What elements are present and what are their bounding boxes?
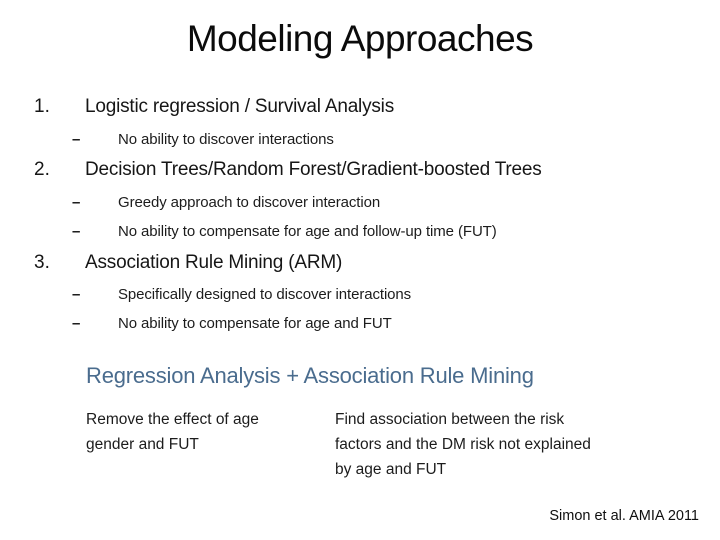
- dash-bullet-icon: –: [72, 315, 81, 332]
- list-item-1: 1. Logistic regression / Survival Analysi…: [0, 96, 394, 118]
- item-label: Logistic regression / Survival Analysis: [85, 96, 395, 117]
- sub-bullet-label: No ability to compensate for age and fol…: [118, 223, 497, 240]
- item-number: 2.: [34, 159, 50, 180]
- citation: Simon et al. AMIA 2011: [549, 508, 699, 524]
- item-label: Decision Trees/Random Forest/Gradient-bo…: [85, 159, 542, 180]
- dash-bullet-icon: –: [72, 223, 81, 240]
- sub-bullet-label: No ability to discover interactions: [118, 131, 334, 148]
- sub-bullet-label: Specifically designed to discover intera…: [118, 286, 412, 303]
- list-item-3: 3. Association Rule Mining (ARM): [0, 252, 342, 274]
- dash-bullet-icon: –: [72, 194, 81, 211]
- list-item-2: 2. Decision Trees/Random Forest/Gradient-…: [0, 159, 542, 181]
- dash-bullet-icon: –: [72, 286, 81, 303]
- sub-bullet: – No ability to discover interactions: [0, 131, 334, 149]
- proposal-left-note: Remove the effect of age gender and FUT: [86, 411, 259, 453]
- sub-bullet: – Specifically designed to discover inter…: [0, 286, 411, 304]
- item-label: Association Rule Mining (ARM): [85, 252, 343, 273]
- proposal-right-note: Find association between the risk factor…: [335, 411, 591, 478]
- sub-bullet: – No ability to compensate for age and FU…: [0, 315, 392, 333]
- proposal-heading: Regression Analysis + Association Rule M…: [86, 363, 534, 388]
- sub-bullet-label: No ability to compensate for age and FUT: [118, 315, 392, 332]
- sub-bullet-label: Greedy approach to discover interaction: [118, 194, 381, 211]
- item-number: 1.: [34, 96, 50, 117]
- sub-bullet: – Greedy approach to discover interaction: [0, 194, 380, 212]
- dash-bullet-icon: –: [72, 131, 81, 148]
- item-number: 3.: [34, 252, 50, 273]
- sub-bullet: – No ability to compensate for age and fo…: [0, 223, 497, 241]
- slide-title: Modeling Approaches: [186, 18, 534, 59]
